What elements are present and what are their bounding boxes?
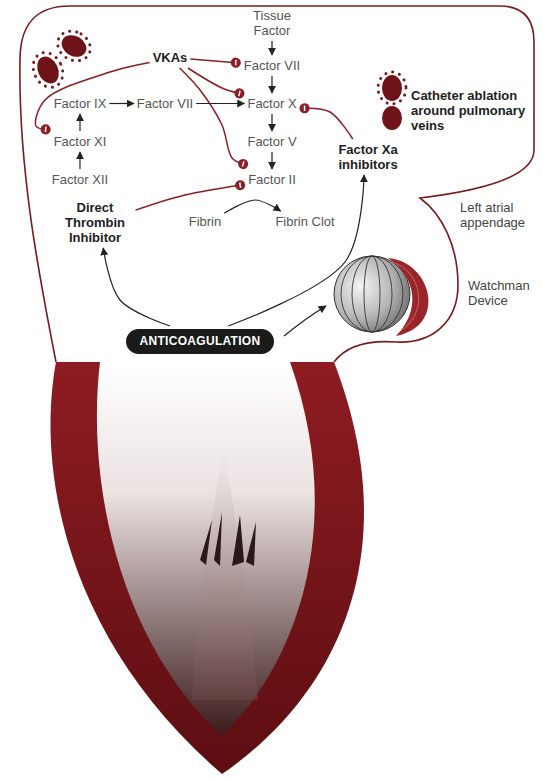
papillary-muscle — [192, 448, 258, 700]
node-text: Factor XI — [54, 134, 107, 149]
label-text: Left atrial appendage — [460, 200, 534, 230]
inhibition-line — [188, 68, 240, 93]
procedure-label: Catheter ablation around pulmonary veins — [411, 88, 526, 133]
factor-label: Factor IX — [54, 96, 107, 111]
product-label: Fibrin — [189, 214, 222, 229]
factor-label: Factor VII — [137, 96, 193, 111]
node-text: Fibrin Clot — [275, 214, 334, 229]
activation-arrow — [224, 200, 280, 213]
chordae — [200, 512, 256, 566]
node-text: VKAs — [153, 50, 188, 65]
factor-label: Factor XI — [54, 134, 107, 149]
node-text: Factor V — [247, 134, 296, 149]
anticoagulation-pill: ANTICOAGULATION — [126, 329, 275, 354]
factor-label: Factor VII — [244, 58, 300, 73]
watchman-device — [334, 256, 429, 336]
node-text: Factor VII — [137, 96, 193, 111]
activation-arrow — [271, 41, 272, 55]
node-text: Factor IX — [54, 96, 107, 111]
inhibition-line — [305, 108, 353, 139]
node-text: ANTICOAGULATION — [140, 334, 261, 349]
factor-label: Factor V — [247, 134, 296, 149]
node-text: Factor XII — [52, 172, 108, 187]
node-text: Direct Thrombin Inhibitor — [58, 200, 133, 245]
drug-label: Factor Xa inhibitors — [328, 142, 408, 172]
node-text: Factor X — [247, 96, 296, 111]
factor-label: Factor XII — [52, 172, 108, 187]
node-text: Tissue Factor — [242, 8, 302, 38]
ventricle-cavity — [97, 362, 315, 736]
node-text: Factor VII — [244, 58, 300, 73]
factor-label: Factor II — [248, 172, 296, 187]
part-label: Left atrial appendage — [460, 200, 534, 230]
drug-label: VKAs — [153, 50, 188, 65]
part-label: Watchman Device — [468, 278, 534, 308]
left-atrium-outline — [20, 6, 534, 362]
node-text: Factor II — [248, 172, 296, 187]
inhibition-line — [35, 62, 149, 129]
activation-arrow — [79, 114, 80, 131]
drug-label: Direct Thrombin Inhibitor — [58, 200, 133, 245]
activation-arrow — [228, 175, 364, 326]
node-text: Factor Xa inhibitors — [328, 142, 408, 172]
inhibition-line — [180, 68, 243, 164]
factor-label: Tissue Factor — [242, 8, 302, 38]
activation-arrow — [271, 114, 272, 131]
label-text: Watchman Device — [468, 278, 534, 308]
ventricle-wall — [51, 362, 364, 774]
activation-arrow — [109, 103, 133, 104]
node-text: Fibrin — [189, 214, 222, 229]
inhibition-line — [136, 185, 241, 210]
activation-arrow — [196, 103, 244, 104]
label-text: Catheter ablation around pulmonary veins — [411, 88, 526, 133]
device-arrow — [284, 306, 326, 336]
factor-label: Factor X — [247, 96, 296, 111]
activation-arrow — [271, 152, 272, 169]
inhibition-line — [190, 59, 235, 63]
activation-arrow — [103, 248, 170, 326]
product-label: Fibrin Clot — [275, 214, 334, 229]
activation-arrow — [271, 76, 272, 93]
activation-arrow — [79, 152, 80, 169]
